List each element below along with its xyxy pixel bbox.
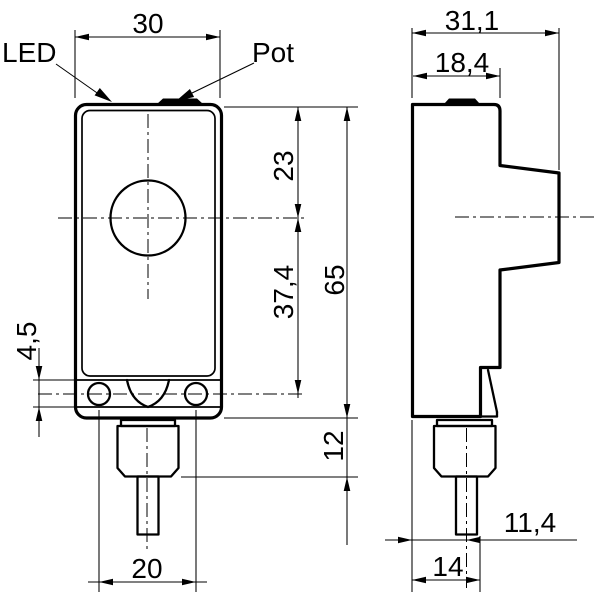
dim-label-connector-depth: 14 xyxy=(432,551,463,582)
pot-label: Pot xyxy=(252,37,294,68)
connector-front xyxy=(116,418,180,536)
pot-bump-front xyxy=(157,98,203,104)
side-view xyxy=(410,98,598,588)
led-callout: LED xyxy=(2,37,112,102)
side-housing-outline xyxy=(410,102,561,419)
dim-label-hole-detail: 4,5 xyxy=(11,322,42,361)
connector-barrel-front xyxy=(116,424,180,478)
connector-pin-front xyxy=(136,475,160,536)
dim-arrow xyxy=(75,33,89,41)
dim-label-top-to-axis: 23 xyxy=(268,150,299,181)
connector-barrel-side xyxy=(432,424,497,478)
dim-chain-23-37-65-12: 23 37,4 65 12 xyxy=(181,106,358,545)
dim-connector-depth-14: 14 xyxy=(412,536,481,592)
dim-overall-depth-31-1: 31,1 xyxy=(411,5,560,170)
front-view xyxy=(38,98,305,553)
dim-label-connector-offset: 11,4 xyxy=(504,507,556,538)
front-housing-inner-shell xyxy=(81,109,216,377)
dim-arrow xyxy=(206,33,220,41)
dim-hole-4-5: 4,5 xyxy=(11,322,76,437)
dim-label-height: 65 xyxy=(319,264,350,295)
led-label: LED xyxy=(2,37,56,68)
pot-callout: Pot xyxy=(176,37,294,101)
dim-label-width: 30 xyxy=(132,8,163,39)
pot-leader-arrow xyxy=(176,89,195,101)
dim-label-housing-depth: 18,4 xyxy=(435,47,490,78)
connector-side xyxy=(432,418,497,536)
v-notch xyxy=(125,378,171,409)
front-housing-outline xyxy=(73,102,224,420)
led-leader-arrow xyxy=(94,88,112,102)
dim-width-30: 30 xyxy=(74,8,221,98)
dim-label-connector-length: 12 xyxy=(318,430,349,461)
pot-bump-side xyxy=(444,98,480,104)
dim-label-overall-depth: 31,1 xyxy=(445,5,500,36)
side-notch-chamfer xyxy=(486,368,499,414)
dim-label-axis-to-hole: 37,4 xyxy=(268,265,299,320)
dim-label-hole-spacing: 20 xyxy=(131,553,162,584)
dim-housing-depth-18-4: 18,4 xyxy=(413,47,501,98)
dim-hole-spacing-20: 20 xyxy=(88,410,207,592)
dim-connector-offset-11-4: 11,4 xyxy=(385,420,577,592)
